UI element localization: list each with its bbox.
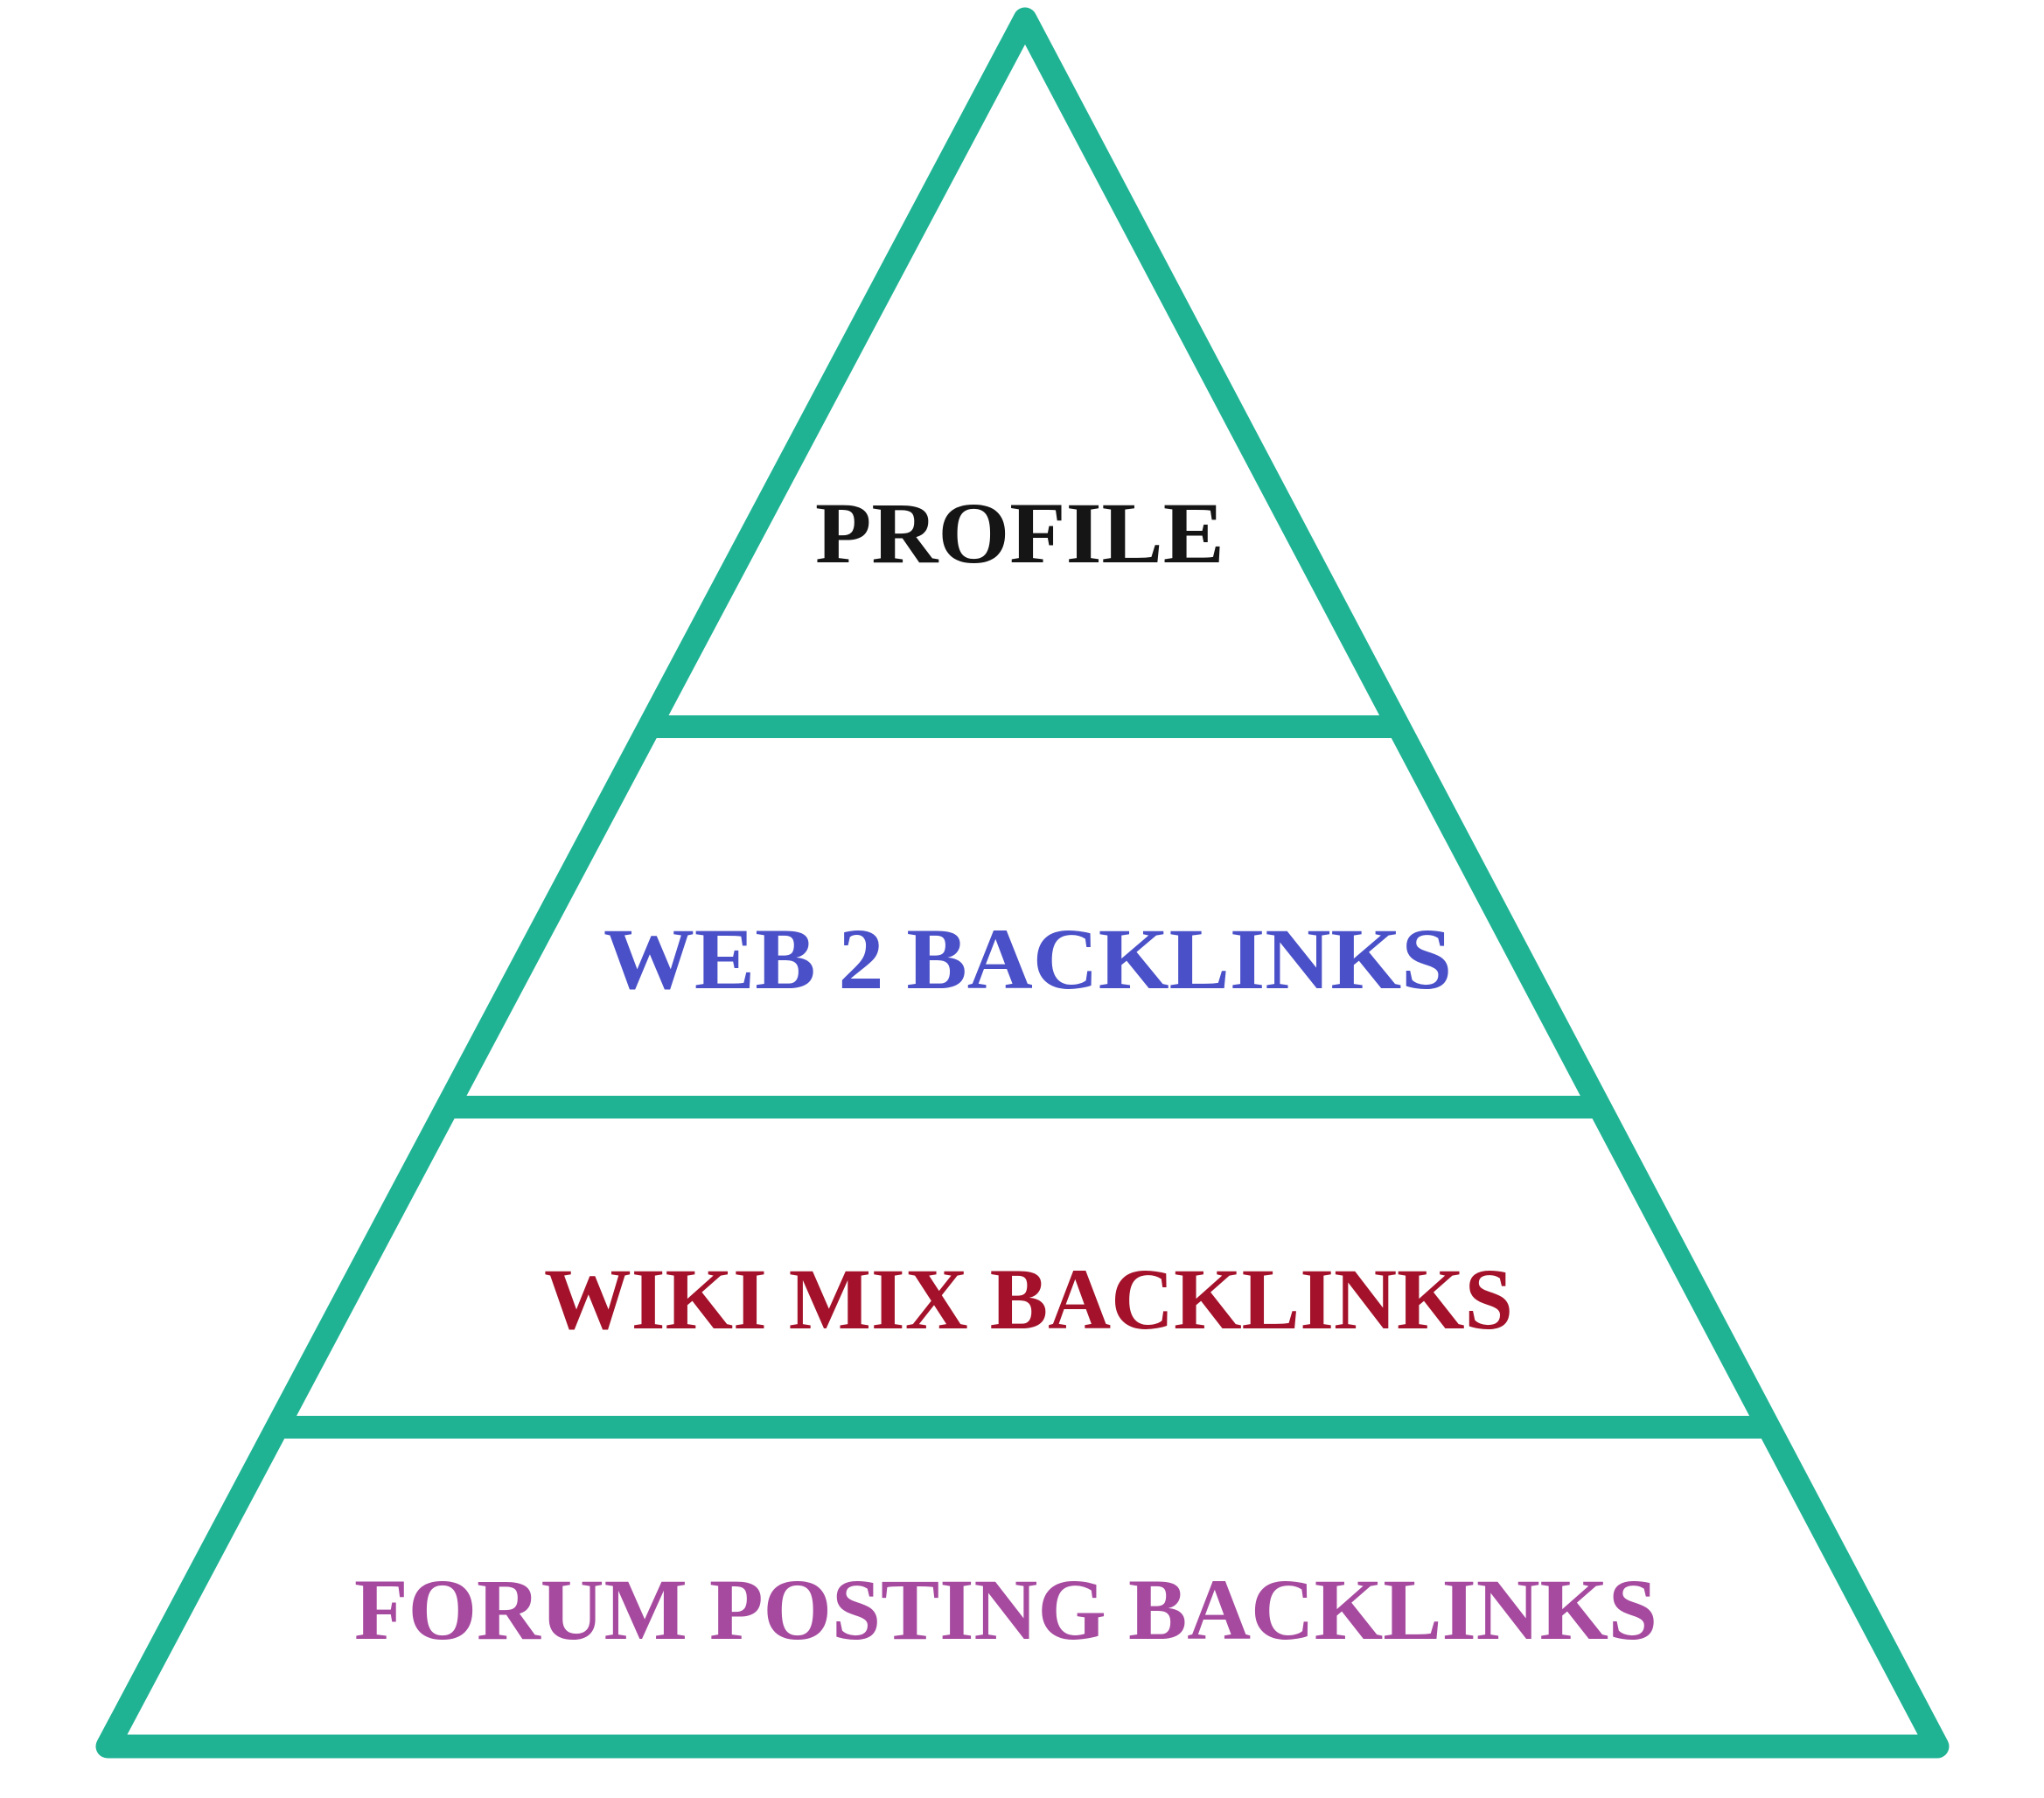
level-label-forum-posting-backlinks: FORUM POSTING BACKLINKS <box>354 1561 1657 1658</box>
level-label-wiki-mix-backlinks: WIKI MIX BACKLINKS <box>544 1251 1513 1348</box>
pyramid-outline <box>95 7 1950 1759</box>
level-label-profile: PROFILE <box>815 484 1224 582</box>
level-label-web2-backlinks: WEB 2 BACKLINKS <box>603 910 1452 1007</box>
